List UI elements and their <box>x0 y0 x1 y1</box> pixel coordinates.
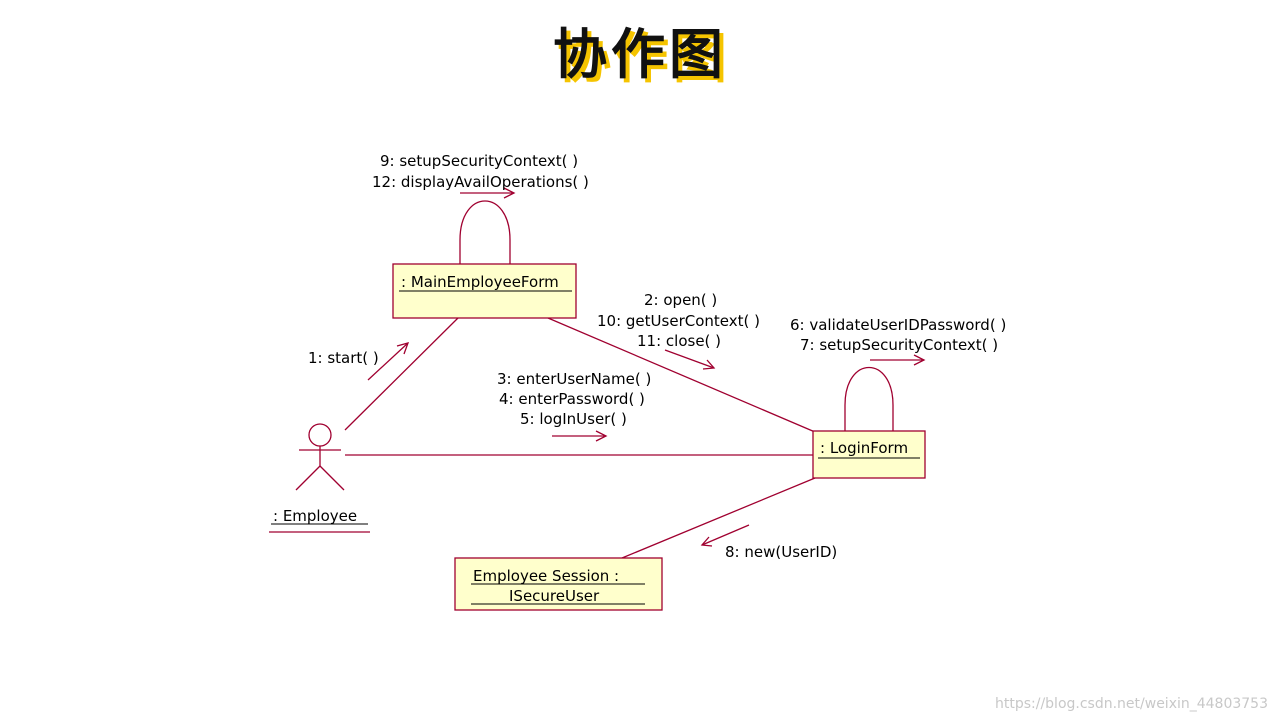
msg-actor-login-2: 4: enterPassword( ) <box>499 390 645 408</box>
msg-start: 1: start( ) <box>308 349 379 367</box>
object-employee-session-label-2: ISecureUser <box>509 587 600 605</box>
msg-self-main-2: 12: displayAvailOperations( ) <box>372 173 589 191</box>
arrow-main-login <box>664 349 716 370</box>
link-actor-main <box>344 317 459 431</box>
msg-self-login-1: 6: validateUserIDPassword( ) <box>790 316 1006 334</box>
actor-head <box>308 423 332 447</box>
object-employee-session-label-1: Employee Session : <box>473 567 619 585</box>
actor-employee-label: : Employee <box>273 507 357 525</box>
self-loop-login <box>844 367 894 431</box>
arrow-actor-login <box>552 430 608 442</box>
arrow-self-main <box>460 187 516 199</box>
object-login-form[interactable]: : LoginForm <box>812 430 926 479</box>
actor-employee[interactable]: : Employee <box>269 423 370 533</box>
object-login-form-label: : LoginForm <box>820 439 908 457</box>
msg-login-session: 8: new(UserID) <box>725 543 837 561</box>
object-employee-session[interactable]: Employee Session : ISecureUser <box>454 557 663 611</box>
msg-main-login-1: 2: open( ) <box>644 291 717 309</box>
link-login-session <box>621 477 816 559</box>
link-main-login <box>547 317 816 433</box>
msg-actor-login-3: 5: logInUser( ) <box>520 410 627 428</box>
msg-main-login-2: 10: getUserContext( ) <box>597 312 760 330</box>
arrow-start <box>367 342 410 381</box>
msg-self-main-1: 9: setupSecurityContext( ) <box>380 152 578 170</box>
page-title: 协作图 <box>553 23 727 86</box>
msg-actor-login-1: 3: enterUserName( ) <box>497 370 651 388</box>
self-loop-main <box>459 200 511 264</box>
arrow-login-session <box>700 524 750 547</box>
msg-main-login-3: 11: close( ) <box>637 332 721 350</box>
msg-self-login-2: 7: setupSecurityContext( ) <box>800 336 998 354</box>
object-main-employee-form[interactable]: : MainEmployeeForm <box>392 263 577 319</box>
object-main-employee-form-label: : MainEmployeeForm <box>401 273 559 291</box>
arrow-self-login <box>870 354 926 366</box>
watermark: https://blog.csdn.net/weixin_44803753 <box>994 696 1268 712</box>
